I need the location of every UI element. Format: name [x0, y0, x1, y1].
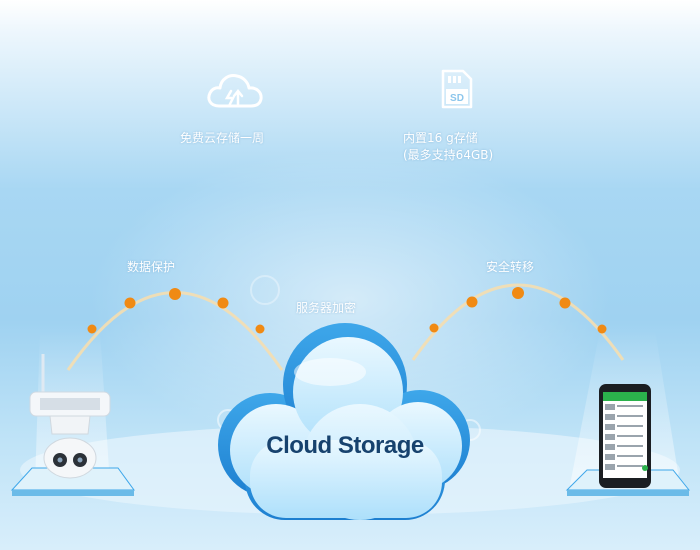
feature-sd-label-line1: 内置16 g存储 [403, 131, 478, 145]
flow-dot [87, 324, 97, 334]
flow-dot [429, 323, 439, 333]
flow-dot [512, 287, 524, 299]
flow-right-label: 安全转移 [486, 260, 535, 274]
right-arc [411, 283, 625, 361]
flow-center-label: 服务器加密 [296, 301, 357, 315]
flow-dot [559, 297, 571, 309]
flow-dot [255, 324, 265, 334]
cloud-storage-title: Cloud Storage [266, 432, 424, 459]
feature-cloud-label: 免费云存储一周 [180, 131, 265, 145]
flow-dot [466, 296, 478, 308]
flow-dot [124, 297, 136, 309]
flow-dot [597, 324, 607, 334]
feature-sd-label-line2: (最多支持64GB) [403, 148, 494, 162]
security-camera-device [10, 354, 135, 496]
sd-card-badge: SD [450, 93, 464, 104]
cloud-upload-icon [207, 74, 263, 108]
smartphone-device [565, 384, 690, 496]
sd-card-icon: SD [441, 69, 473, 109]
flow-dot [169, 288, 181, 300]
flow-dot [217, 297, 229, 309]
flow-left-label: 数据保护 [127, 260, 176, 274]
